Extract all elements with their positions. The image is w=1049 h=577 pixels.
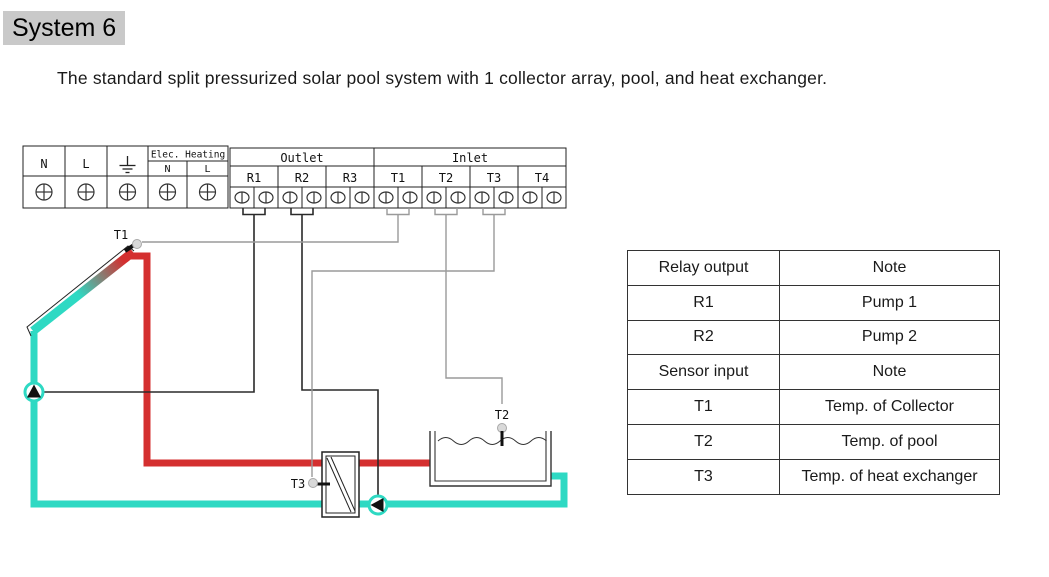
wire-t3-sensor <box>311 215 495 477</box>
screw-terminal-icon <box>522 191 538 204</box>
bracket-t2 <box>434 208 458 216</box>
channel-r2-label: R2 <box>295 171 309 185</box>
terminal-l-label: L <box>82 157 89 171</box>
channel-t3-label: T3 <box>487 171 501 185</box>
screw-terminal-icon <box>198 183 217 201</box>
table-cell-note: Note <box>779 250 1000 286</box>
screw-terminal-icon <box>118 183 137 201</box>
screw-terminal-icon <box>426 191 442 204</box>
io-screw-terminals <box>234 191 562 204</box>
table-row: R2 Pump 2 <box>627 319 1000 356</box>
table-row: T3 Temp. of heat exchanger <box>627 458 1000 495</box>
terminal-block-io: Outlet Inlet R1 R2 R3 T1 T2 T3 T4 <box>229 147 567 216</box>
collector-panel <box>30 248 136 335</box>
sensor-t1-label: T1 <box>114 228 128 242</box>
earth-ground-icon <box>119 156 136 174</box>
pump-1 <box>23 381 45 403</box>
bracket-r1 <box>242 208 266 216</box>
screw-terminal-icon <box>306 191 322 204</box>
cold-pipe <box>30 331 568 508</box>
table-cell-note: Pump 1 <box>779 284 1000 321</box>
terminal-block-power: N L Elec. Heating N L <box>22 145 229 209</box>
eh-l-label: L <box>204 164 210 175</box>
power-screw-terminals <box>35 183 217 201</box>
screw-terminal-icon <box>158 183 177 201</box>
wire-t2-sensor <box>445 215 503 404</box>
table-cell-key: T3 <box>627 458 780 495</box>
eh-n-label: N <box>164 164 170 175</box>
screw-terminal-icon <box>282 191 298 204</box>
table-row: R1 Pump 1 <box>627 284 1000 321</box>
outlet-section-label: Outlet <box>280 151 323 165</box>
channel-t2-label: T2 <box>439 171 453 185</box>
pool-water-surface <box>437 437 547 445</box>
wire-t1-sensor <box>142 215 399 243</box>
channel-t4-label: T4 <box>535 171 549 185</box>
terminal-n-label: N <box>40 157 47 171</box>
screw-terminal-icon <box>402 191 418 204</box>
screw-terminal-icon <box>474 191 490 204</box>
screw-terminal-icon <box>35 183 53 201</box>
table-cell-key: Relay output <box>627 250 780 286</box>
table-cell-key: Sensor input <box>627 354 780 391</box>
sensor-t3: T3 <box>291 477 330 491</box>
screw-terminal-icon <box>258 191 274 204</box>
sensor-t3-label: T3 <box>291 477 305 491</box>
table-row: Sensor input Note <box>627 354 1000 391</box>
inlet-section-label: Inlet <box>452 151 488 165</box>
pump-2-arrow-icon <box>370 498 384 512</box>
table-cell-note: Temp. of heat exchanger <box>779 458 1000 495</box>
table-cell-key: T2 <box>627 423 780 460</box>
pump-2 <box>367 494 389 516</box>
screw-terminal-icon <box>450 191 466 204</box>
table-row: T1 Temp. of Collector <box>627 389 1000 425</box>
hot-pipe <box>131 252 433 467</box>
channel-t1-label: T1 <box>391 171 405 185</box>
sensor-t1: T1 <box>114 228 142 249</box>
legend-table: Relay output Note R1 Pump 1 R2 Pump 2 Se… <box>627 250 1000 495</box>
table-cell-note: Note <box>779 354 1000 391</box>
screw-terminal-icon <box>546 191 562 204</box>
channel-r1-label: R1 <box>247 171 261 185</box>
bracket-r2 <box>290 208 314 216</box>
wire-r2-to-pump2 <box>301 215 379 505</box>
screw-terminal-icon <box>378 191 394 204</box>
wire-r1-to-pump1 <box>34 215 255 393</box>
channel-r3-label: R3 <box>343 171 357 185</box>
table-row: T2 Temp. of pool <box>627 423 1000 460</box>
pool <box>429 431 552 487</box>
table-cell-key: R2 <box>627 319 780 356</box>
table-row: Relay output Note <box>627 250 1000 286</box>
pump-1-arrow-icon <box>27 384 41 398</box>
solar-collector <box>26 243 136 337</box>
screw-terminal-icon <box>498 191 514 204</box>
table-cell-key: T1 <box>627 389 780 425</box>
table-cell-note: Pump 2 <box>779 319 1000 356</box>
page-subtitle: The standard split pressurized solar poo… <box>57 68 828 88</box>
table-cell-note: Temp. of pool <box>779 423 1000 460</box>
sensor-t2: T2 <box>495 408 509 446</box>
screw-terminal-icon <box>234 191 250 204</box>
bracket-t1 <box>386 208 410 216</box>
pool-inner-wall <box>434 431 547 482</box>
sensor-t2-label: T2 <box>495 408 509 422</box>
screw-terminal-icon <box>354 191 370 204</box>
table-cell-note: Temp. of Collector <box>779 389 1000 425</box>
page-title: System 6 <box>3 11 126 45</box>
bracket-t3 <box>482 208 506 216</box>
screw-terminal-icon <box>330 191 346 204</box>
screw-terminal-icon <box>77 183 95 201</box>
table-cell-key: R1 <box>627 284 780 321</box>
elec-heating-label: Elec. Heating <box>151 150 225 161</box>
